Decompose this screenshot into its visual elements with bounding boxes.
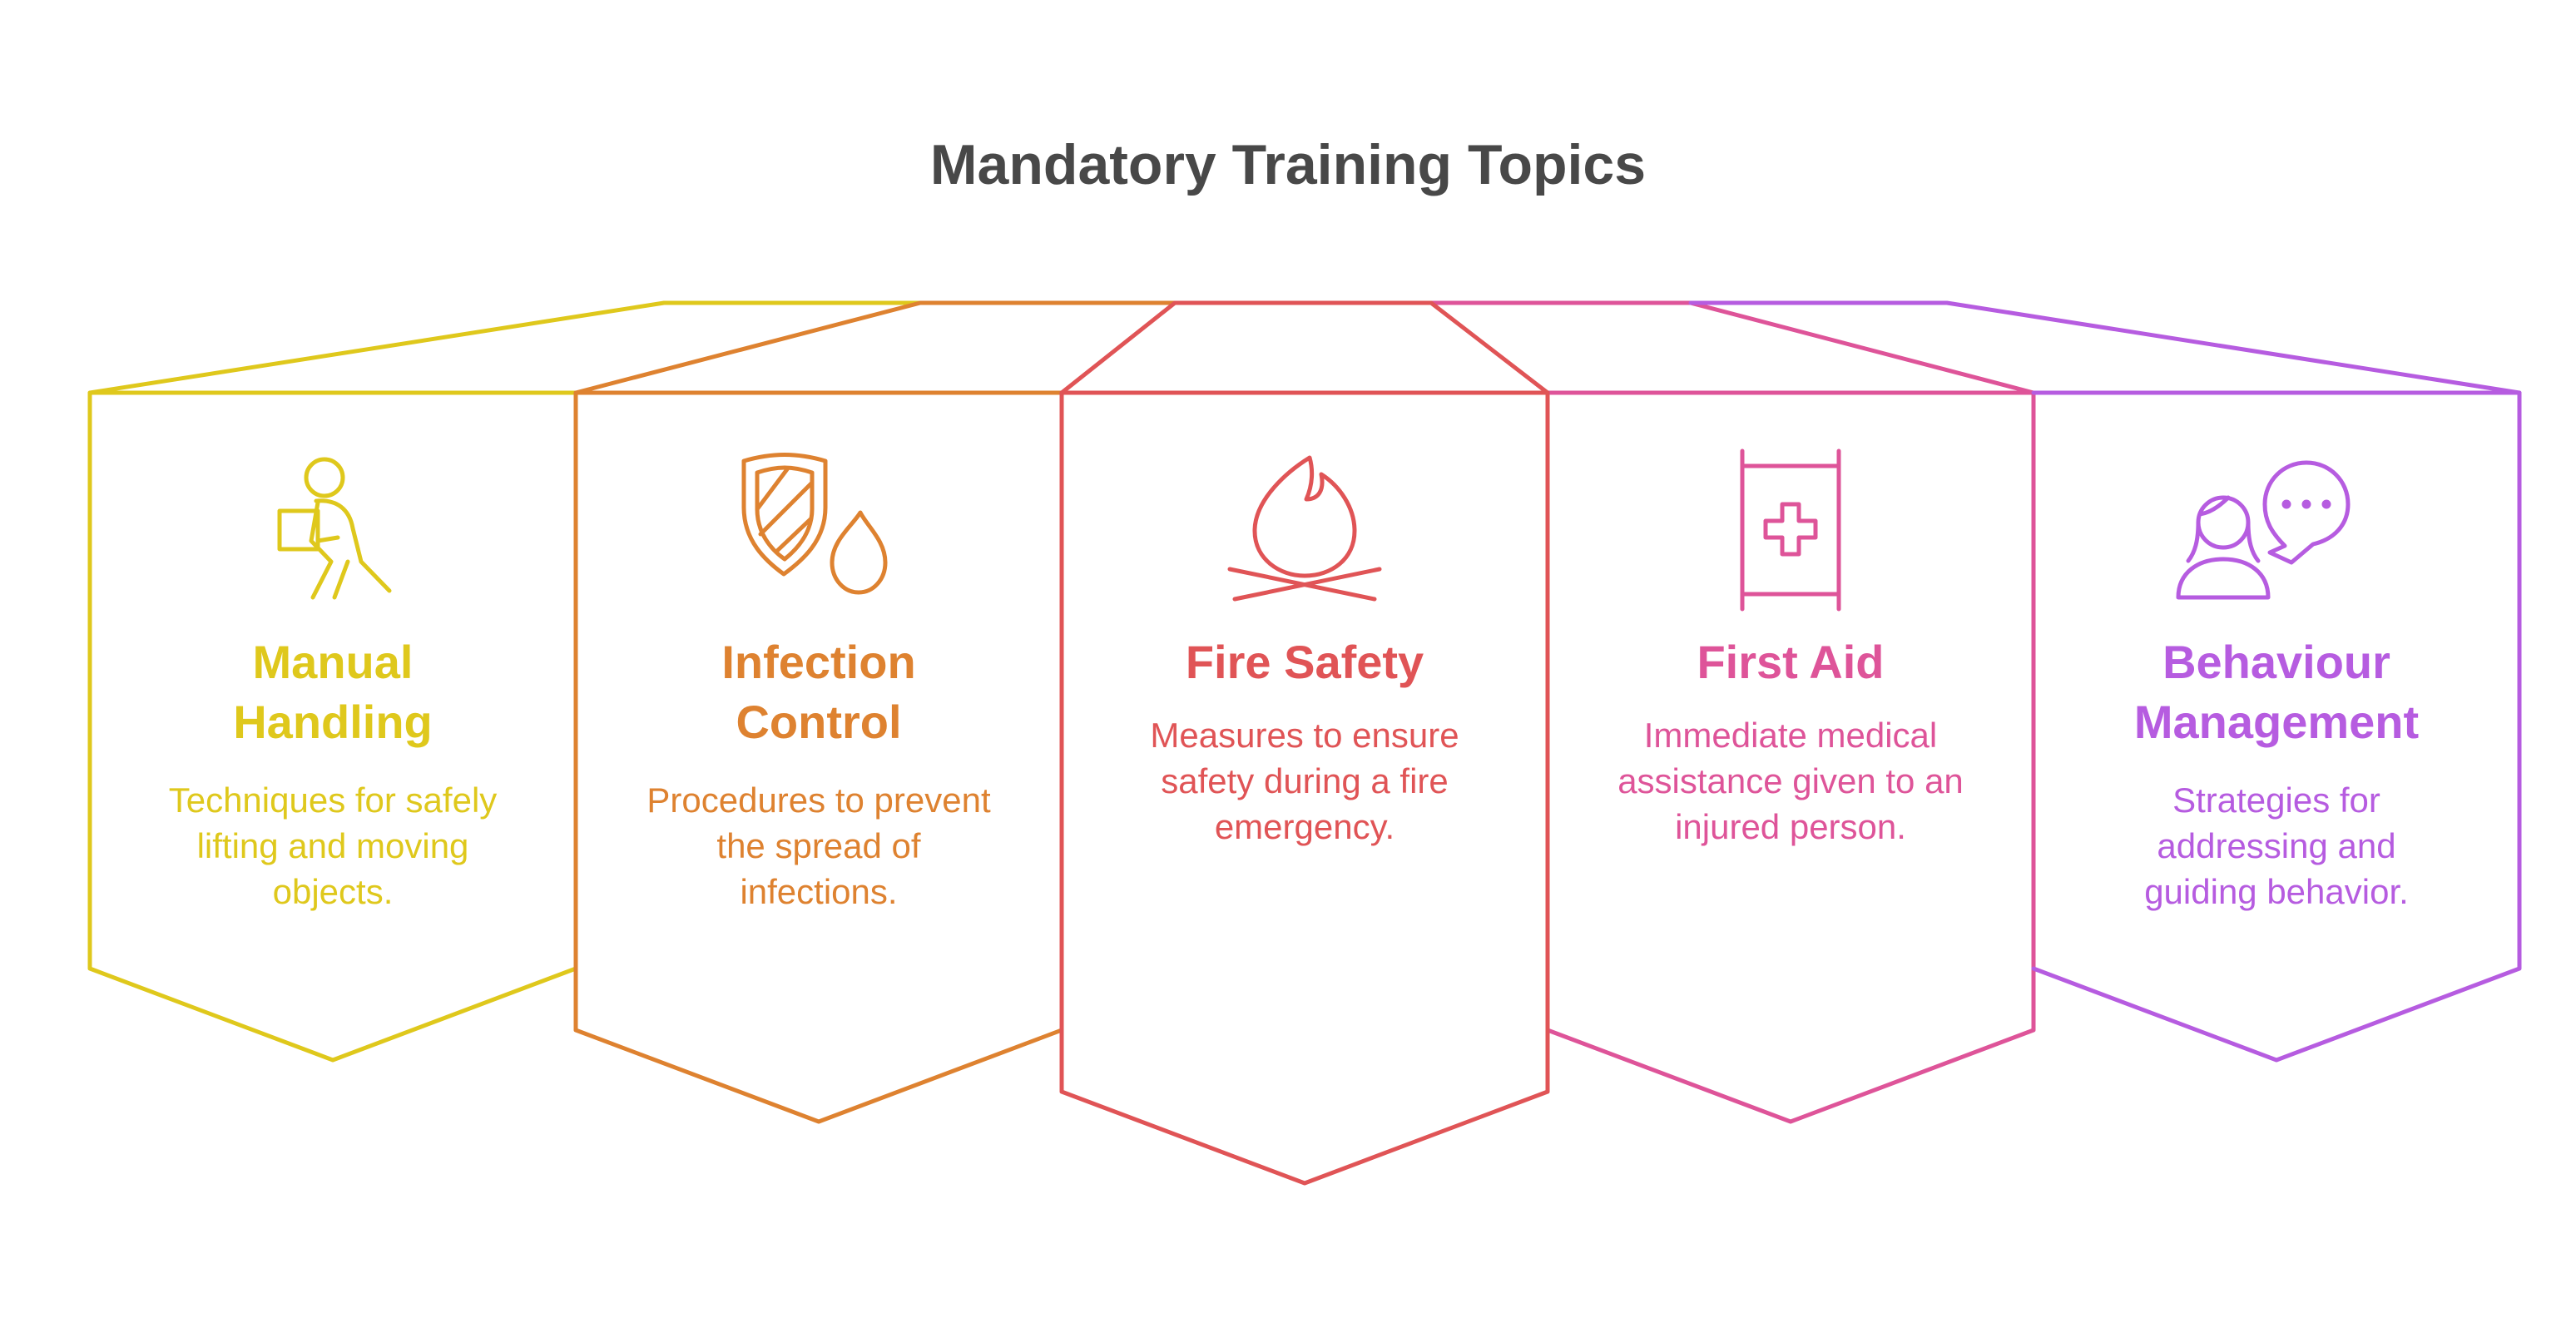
card-heading-line: Fire Safety: [1185, 636, 1424, 688]
infection-control-card-top: [573, 300, 1177, 395]
card-heading: Fire Safety: [1072, 632, 1538, 692]
campfire-icon: [1227, 455, 1382, 602]
card-description: Strategies for addressing and guiding be…: [2144, 780, 2409, 911]
manual-handling-text: Manual Handling Techniques for safely li…: [100, 632, 566, 914]
first-aid-card-outline: [1545, 390, 2036, 1124]
card-heading-line: First Aid: [1697, 636, 1885, 688]
card-heading: Behaviour Management: [2043, 632, 2509, 752]
card-description: Techniques for safely lifting and moving…: [168, 780, 498, 911]
fire-safety-card-outline: [1059, 300, 1550, 1186]
manual-handling-card-outline: [87, 390, 578, 1063]
fire-safety-card: [1059, 300, 1550, 1186]
card-description: Measures to ensure safety during a fire …: [1150, 716, 1459, 846]
behaviour-management-card-top: [1688, 300, 2522, 395]
infection-control-card-outline: [573, 390, 1064, 1124]
infection-control-text: Infection Control Procedures to prevent …: [586, 632, 1052, 914]
behaviour-management-card: [1688, 300, 2522, 1063]
card-heading-line: Behaviour: [2162, 636, 2390, 688]
manual-handling-card-top: [87, 300, 923, 395]
card-heading: Manual Handling: [100, 632, 566, 752]
first-aid-text: First Aid Immediate medical assistance g…: [1558, 632, 2024, 850]
card-description: Procedures to prevent the spread of infe…: [646, 780, 991, 911]
person-carrying-box-icon: [277, 457, 392, 600]
page-title: Mandatory Training Topics: [929, 133, 1647, 196]
behaviour-management-text: Behaviour Management Strategies for addr…: [2043, 632, 2509, 914]
card-heading-line: Handling: [233, 696, 433, 748]
person-speech-bubble-icon: [2176, 460, 2351, 600]
first-aid-stretcher-icon: [1740, 448, 1841, 612]
card-heading-line: Management: [2133, 696, 2420, 748]
card-heading: Infection Control: [586, 632, 1052, 752]
card-heading-line: Infection: [721, 636, 916, 688]
shield-droplet-icon: [741, 453, 888, 595]
manual-handling-card: [87, 300, 923, 1063]
card-description: Immediate medical assistance given to an…: [1617, 716, 1964, 846]
behaviour-management-card-outline: [2031, 390, 2522, 1063]
card-heading-line: Control: [736, 696, 902, 748]
infection-control-card: [573, 300, 1177, 1124]
card-heading: First Aid: [1558, 632, 2024, 692]
fire-safety-text: Fire Safety Measures to ensure safety du…: [1072, 632, 1538, 850]
first-aid-card-top: [1429, 300, 2036, 395]
card-heading-line: Manual: [252, 636, 414, 688]
